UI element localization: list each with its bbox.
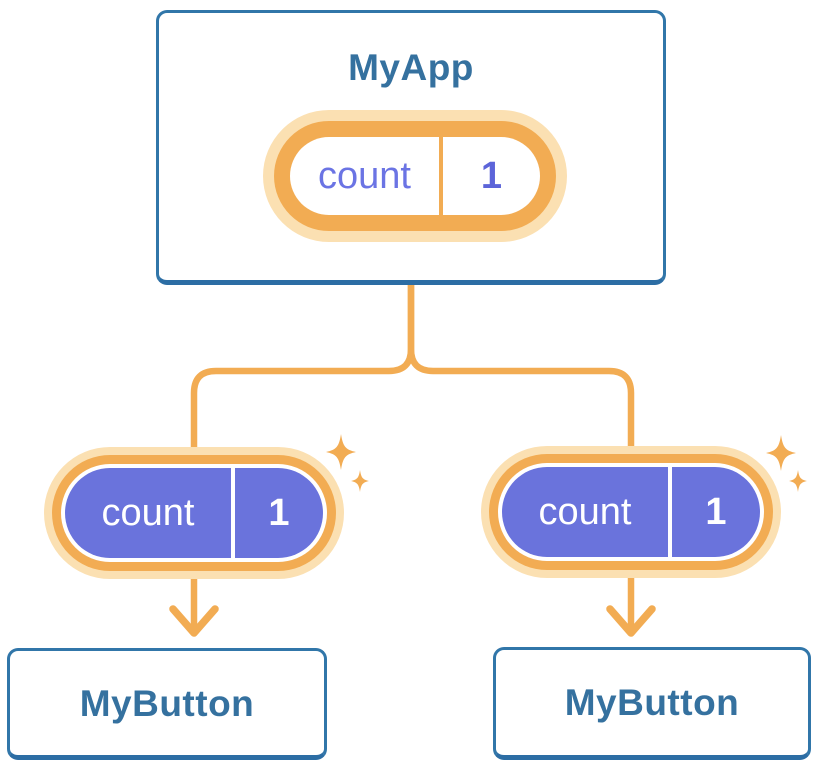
right-child-pill-body: count 1: [498, 463, 764, 561]
state-value: 1: [668, 467, 760, 557]
state-label: count: [318, 155, 411, 197]
state-label: count: [538, 491, 632, 533]
state-value: 1: [439, 137, 540, 215]
root-state-pill-body: count 1: [290, 137, 540, 215]
arrow-down-icon: [169, 605, 219, 637]
left-child-pill-body: count 1: [61, 464, 327, 562]
left-child-pill-core: count 1: [65, 468, 323, 558]
right-child-component-card: MyButton: [493, 647, 811, 760]
sparkle-icon: [351, 470, 369, 492]
left-child-pill-ring: count 1: [52, 455, 336, 571]
right-child-component-title: MyButton: [564, 682, 740, 723]
connector-right-branch: [407, 278, 635, 524]
right-child-pill-core: count 1: [502, 467, 760, 557]
left-child-component-card: MyButton: [7, 648, 327, 760]
sparkle-icon: [766, 435, 796, 471]
state-label: count: [101, 492, 195, 534]
sparkle-icon: [789, 470, 807, 492]
left-child-state-pill: count 1: [44, 447, 344, 579]
root-state-pill-ring: count 1: [274, 121, 556, 231]
left-child-component-title: MyButton: [79, 682, 255, 724]
root-component-title: MyApp: [348, 47, 474, 88]
state-value: 1: [231, 468, 323, 558]
root-state-pill: count 1: [263, 110, 567, 242]
right-child-pill-ring: count 1: [489, 454, 773, 570]
sparkle-icon: [326, 434, 356, 470]
arrow-down-icon: [606, 605, 656, 637]
right-child-state-pill: count 1: [481, 446, 781, 578]
